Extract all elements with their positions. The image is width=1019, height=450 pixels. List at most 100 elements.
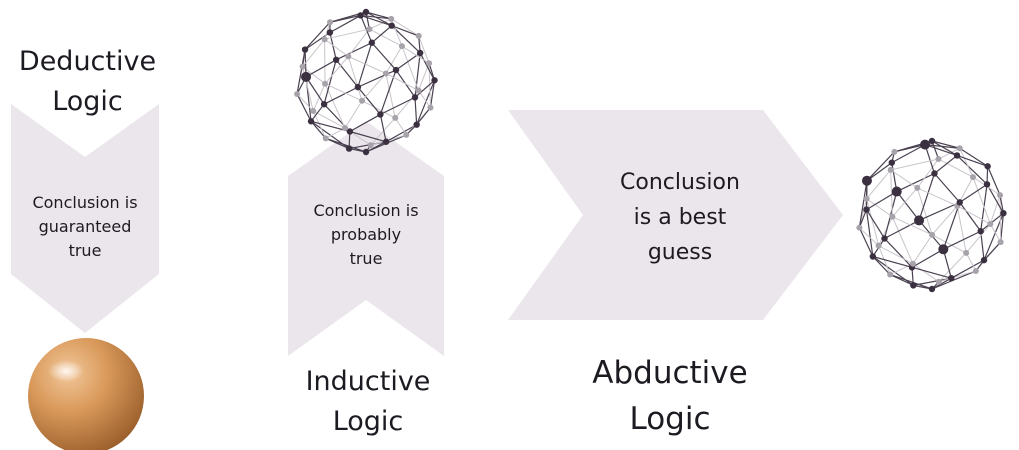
network-node [322,135,329,142]
network-node [869,253,877,260]
network-edge [361,73,387,102]
network-node [354,83,362,91]
network-edge [896,172,935,193]
network-edge [866,151,895,182]
network-edge [390,18,419,37]
network-edge [866,162,893,182]
network-edge [357,42,373,88]
network-edge [866,198,893,218]
network-edge [890,169,918,189]
network-edge [371,42,397,71]
network-edge [357,86,381,115]
network-node [887,166,894,173]
network-node [413,121,420,128]
network-node [368,39,375,46]
network-node [326,29,334,36]
network-edge [313,110,346,129]
network-edge [329,32,337,60]
network-node [983,181,991,188]
abductive-text-line2: is a best [633,205,727,230]
network-node [956,145,963,152]
network-node [307,118,315,125]
network-edge [916,158,939,189]
network-edge [385,45,403,74]
inductive-text-line2: probably [330,225,402,244]
network-edge [324,56,349,85]
network-node [426,60,433,67]
abductive-text-line3: guess [647,240,713,265]
network-edge [323,86,359,105]
network-node [320,100,328,108]
network-edge [931,140,958,156]
network-sphere-icon [294,8,438,156]
network-edge [891,216,914,264]
network-edge [401,45,420,91]
network-node [888,159,895,166]
network-edge [385,124,417,143]
network-edge [324,28,370,40]
network-edge [959,202,982,232]
network-edge [414,97,418,125]
network-edge [965,223,991,254]
network-edge [950,259,985,279]
network-edge [858,209,868,228]
network-edge [361,100,396,119]
network-node [359,97,366,104]
network-edge [429,80,436,108]
network-edge [959,147,988,167]
network-edge [418,90,431,108]
network-edge [325,137,367,153]
network-node [310,108,317,115]
network-edge [934,154,958,174]
network-edge [296,93,314,112]
network-node [977,228,984,235]
network-edge [999,195,1002,243]
network-edge [942,202,961,250]
network-node [322,80,329,87]
network-node [332,56,340,64]
network-edge [924,144,936,174]
network-edge [872,255,913,268]
network-edge [365,11,392,20]
network-node [863,206,870,213]
network-edge [894,144,926,153]
network-node [863,195,870,202]
inductive-text-line3: true [349,249,383,268]
network-edge [890,158,939,171]
network-edge [348,55,387,74]
network-node [382,70,389,77]
network-node [928,285,936,293]
network-edge [931,270,977,290]
network-edge [987,166,1001,196]
abductive-text-line1: Conclusion [620,170,740,195]
network-node [963,249,970,256]
network-node [411,94,419,101]
network-edge [360,15,373,43]
network-edge [938,158,974,178]
network-edge [866,198,880,246]
network-node [392,114,399,121]
network-edge [866,191,898,211]
network-edge [931,205,958,236]
network-node [956,199,963,206]
network-node [1000,209,1007,217]
network-edge [865,209,874,257]
network-edge [917,187,958,207]
abductive-title-line2: Logic [629,401,711,437]
orange-sphere-icon [28,338,144,450]
deductive-chevron-shape [11,104,159,333]
network-node [345,53,352,60]
network-node [984,163,991,170]
network-node [938,244,949,255]
network-node [861,175,872,186]
network-node [891,186,902,197]
network-edge [347,28,370,57]
network-node [366,26,373,33]
network-node [299,63,306,70]
network-edge [911,248,944,268]
network-edge [418,35,430,64]
network-node [931,170,938,177]
network-edge [394,117,407,136]
network-node [345,145,353,152]
network-edge [1000,213,1005,243]
